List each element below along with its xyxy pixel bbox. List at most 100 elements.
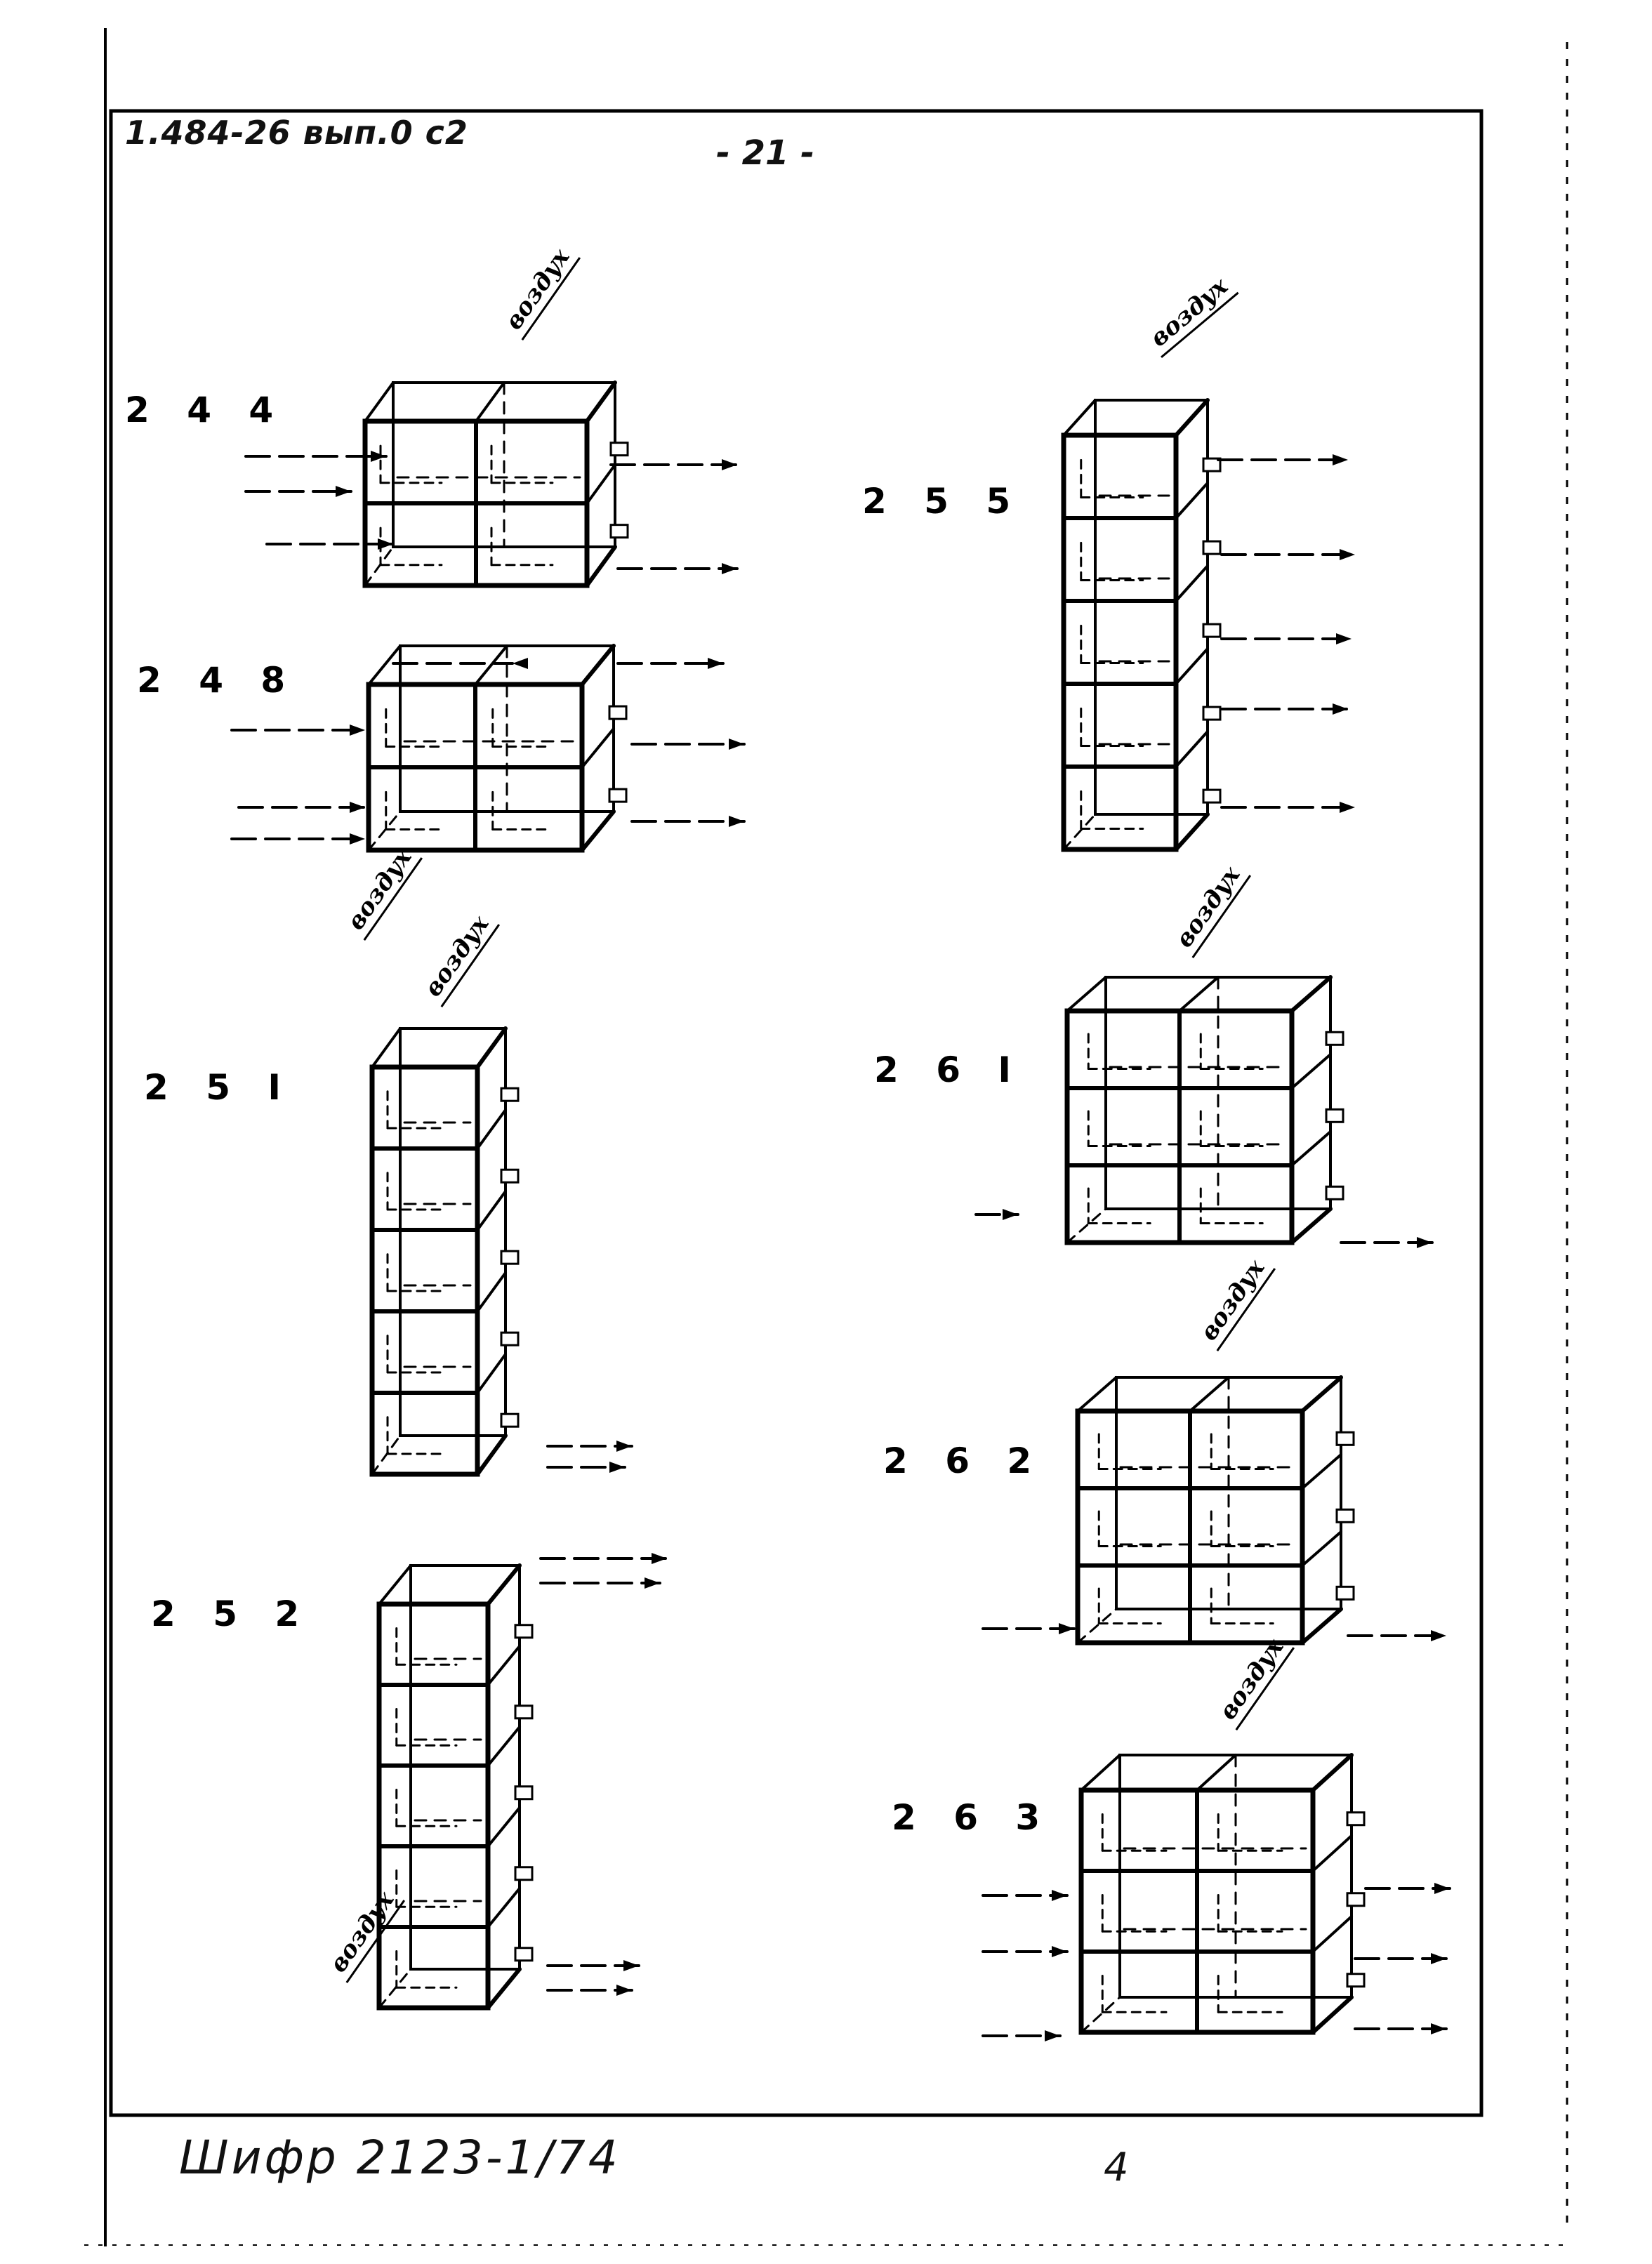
- flow-arrowhead-248-5: [729, 816, 744, 827]
- depth-edge-tl-255: [1062, 399, 1097, 437]
- depth-edge-tl-262: [1076, 1376, 1118, 1412]
- depth-edge-tr-261: [1290, 975, 1333, 1013]
- pipe-stub-262-2: [1335, 1585, 1355, 1601]
- flow-arrowhead-263-3: [1431, 1953, 1446, 1964]
- depth-row-edge-252-3: [487, 1806, 521, 1848]
- flow-arrowhead-261-0: [1003, 1209, 1018, 1220]
- depth-edge-bl-262: [1076, 1608, 1118, 1644]
- depth-edge-bl-248: [367, 810, 402, 852]
- depth-row-edge-255-1: [1175, 482, 1209, 519]
- document-code: 1.484-26 вып.0 с2: [125, 114, 468, 152]
- depth-edge-tl-248: [367, 644, 402, 686]
- pipe-stub-248-1: [608, 788, 628, 803]
- depth-row-edge-263-2: [1311, 1915, 1353, 1953]
- flow-arrowhead-248-1: [708, 658, 723, 669]
- depth-row-edge-261-1: [1290, 1053, 1332, 1090]
- pipe-stub-252-2: [514, 1785, 534, 1801]
- depth-edge-br-248: [580, 809, 616, 852]
- pipe-stub-255-1: [1202, 540, 1222, 555]
- depth-edge-tr-252: [486, 1563, 522, 1606]
- flow-arrowhead-255-2: [1336, 633, 1352, 644]
- flow-arrowhead-263-0: [1052, 1890, 1067, 1901]
- depth-row-edge-244-1: [586, 463, 616, 505]
- depth-edge-tl-252: [378, 1564, 412, 1606]
- depth-edge-bl-251: [371, 1434, 402, 1476]
- depth-edge-br-252: [486, 1967, 522, 2010]
- pipe-stub-261-2: [1325, 1185, 1344, 1200]
- depth-row-edge-255-3: [1175, 647, 1209, 685]
- depth-row-edge-262-1: [1301, 1453, 1342, 1490]
- flow-arrowhead-255-3: [1333, 703, 1348, 715]
- pipe-stub-263-1: [1346, 1892, 1366, 1907]
- footer-mark: 4: [1104, 2145, 1129, 2190]
- depth-row-edge-262-2: [1301, 1530, 1342, 1567]
- pipe-stub-261-0: [1325, 1031, 1344, 1046]
- depth-edge-tr-262: [1300, 1375, 1343, 1413]
- flow-arrowhead-248-0: [513, 658, 528, 669]
- depth-edge-br-261: [1290, 1207, 1333, 1245]
- schemes-layer: [230, 380, 1451, 2041]
- pipe-stub-252-1: [514, 1704, 534, 1720]
- depth-row-edge-251-3: [476, 1271, 507, 1313]
- pipe-stub-252-0: [514, 1624, 534, 1639]
- depth-row-edge-252-4: [487, 1887, 521, 1928]
- pipe-stub-263-0: [1346, 1811, 1366, 1827]
- pipe-stub-252-3: [514, 1866, 534, 1881]
- pipe-stub-248-0: [608, 705, 628, 720]
- depth-edge-tl-251: [371, 1027, 402, 1068]
- depth-col-edge-261-1: [1178, 976, 1220, 1012]
- flow-arrowhead-248-3: [729, 739, 744, 750]
- unit-front-face-252: [376, 1601, 491, 2011]
- depth-edge-br-262: [1300, 1607, 1343, 1645]
- depth-row-edge-255-2: [1175, 564, 1209, 602]
- depth-edge-br-255: [1174, 812, 1210, 852]
- depth-col-edge-248-1: [474, 644, 508, 686]
- depth-row-edge-255-4: [1175, 730, 1209, 768]
- pipe-stub-255-2: [1202, 623, 1222, 638]
- depth-row-edge-251-2: [476, 1190, 507, 1231]
- scheme-number-252: 2 5 2: [151, 1594, 312, 1634]
- flow-arrowhead-255-1: [1340, 549, 1355, 560]
- depth-col-edge-262-1: [1189, 1376, 1230, 1412]
- flow-arrowhead-255-4: [1340, 802, 1355, 813]
- depth-edge-tr-251: [475, 1026, 508, 1069]
- depth-edge-bl-244: [364, 545, 395, 587]
- scheme-number-244: 2 4 4: [125, 390, 286, 430]
- flow-arrowhead-244-2: [378, 538, 393, 550]
- pipe-stub-244-1: [609, 524, 629, 539]
- depth-row-edge-251-4: [476, 1353, 507, 1394]
- pipe-stub-262-1: [1335, 1508, 1355, 1523]
- flow-arrowhead-248-6: [350, 833, 365, 845]
- flow-arrowhead-263-2: [1052, 1946, 1067, 1957]
- depth-edge-tl-263: [1080, 1754, 1121, 1792]
- flow-arrowhead-255-0: [1333, 454, 1348, 465]
- unit-back-face-255: [1094, 399, 1209, 816]
- flow-arrowhead-252-2: [623, 1960, 639, 1971]
- pipe-stub-255-3: [1202, 706, 1222, 721]
- flow-arrowhead-244-4: [336, 486, 351, 497]
- pipe-stub-261-1: [1325, 1108, 1344, 1123]
- depth-edge-bl-255: [1062, 813, 1097, 851]
- depth-edge-tl-261: [1066, 976, 1107, 1012]
- scheme-number-251: 2 5 I: [144, 1067, 293, 1108]
- flow-arrowhead-252-0: [652, 1553, 667, 1564]
- depth-edge-br-251: [475, 1434, 508, 1476]
- depth-edge-tr-255: [1174, 398, 1210, 437]
- pipe-stub-251-3: [500, 1331, 520, 1346]
- depth-row-edge-252-1: [487, 1645, 521, 1686]
- pipe-stub-255-0: [1202, 457, 1222, 472]
- flow-arrowhead-248-4: [350, 802, 365, 813]
- depth-edge-tr-263: [1311, 1753, 1354, 1792]
- flow-arrowhead-248-2: [350, 724, 365, 736]
- depth-col-edge-263-1: [1196, 1754, 1237, 1792]
- flow-arrowhead-263-5: [1431, 2023, 1446, 2034]
- depth-edge-br-263: [1311, 1995, 1354, 2034]
- cipher-label: Шифр 2123-1/74: [179, 2131, 621, 2185]
- page-number: - 21 -: [716, 133, 815, 173]
- depth-row-edge-261-2: [1290, 1130, 1332, 1167]
- flow-arrowhead-244-3: [722, 563, 737, 574]
- flow-arrowhead-261-1: [1417, 1237, 1432, 1248]
- unit-front-face-251: [369, 1064, 480, 1477]
- flow-arrowhead-252-3: [616, 1985, 632, 1996]
- flow-arrowhead-262-0: [1059, 1623, 1074, 1634]
